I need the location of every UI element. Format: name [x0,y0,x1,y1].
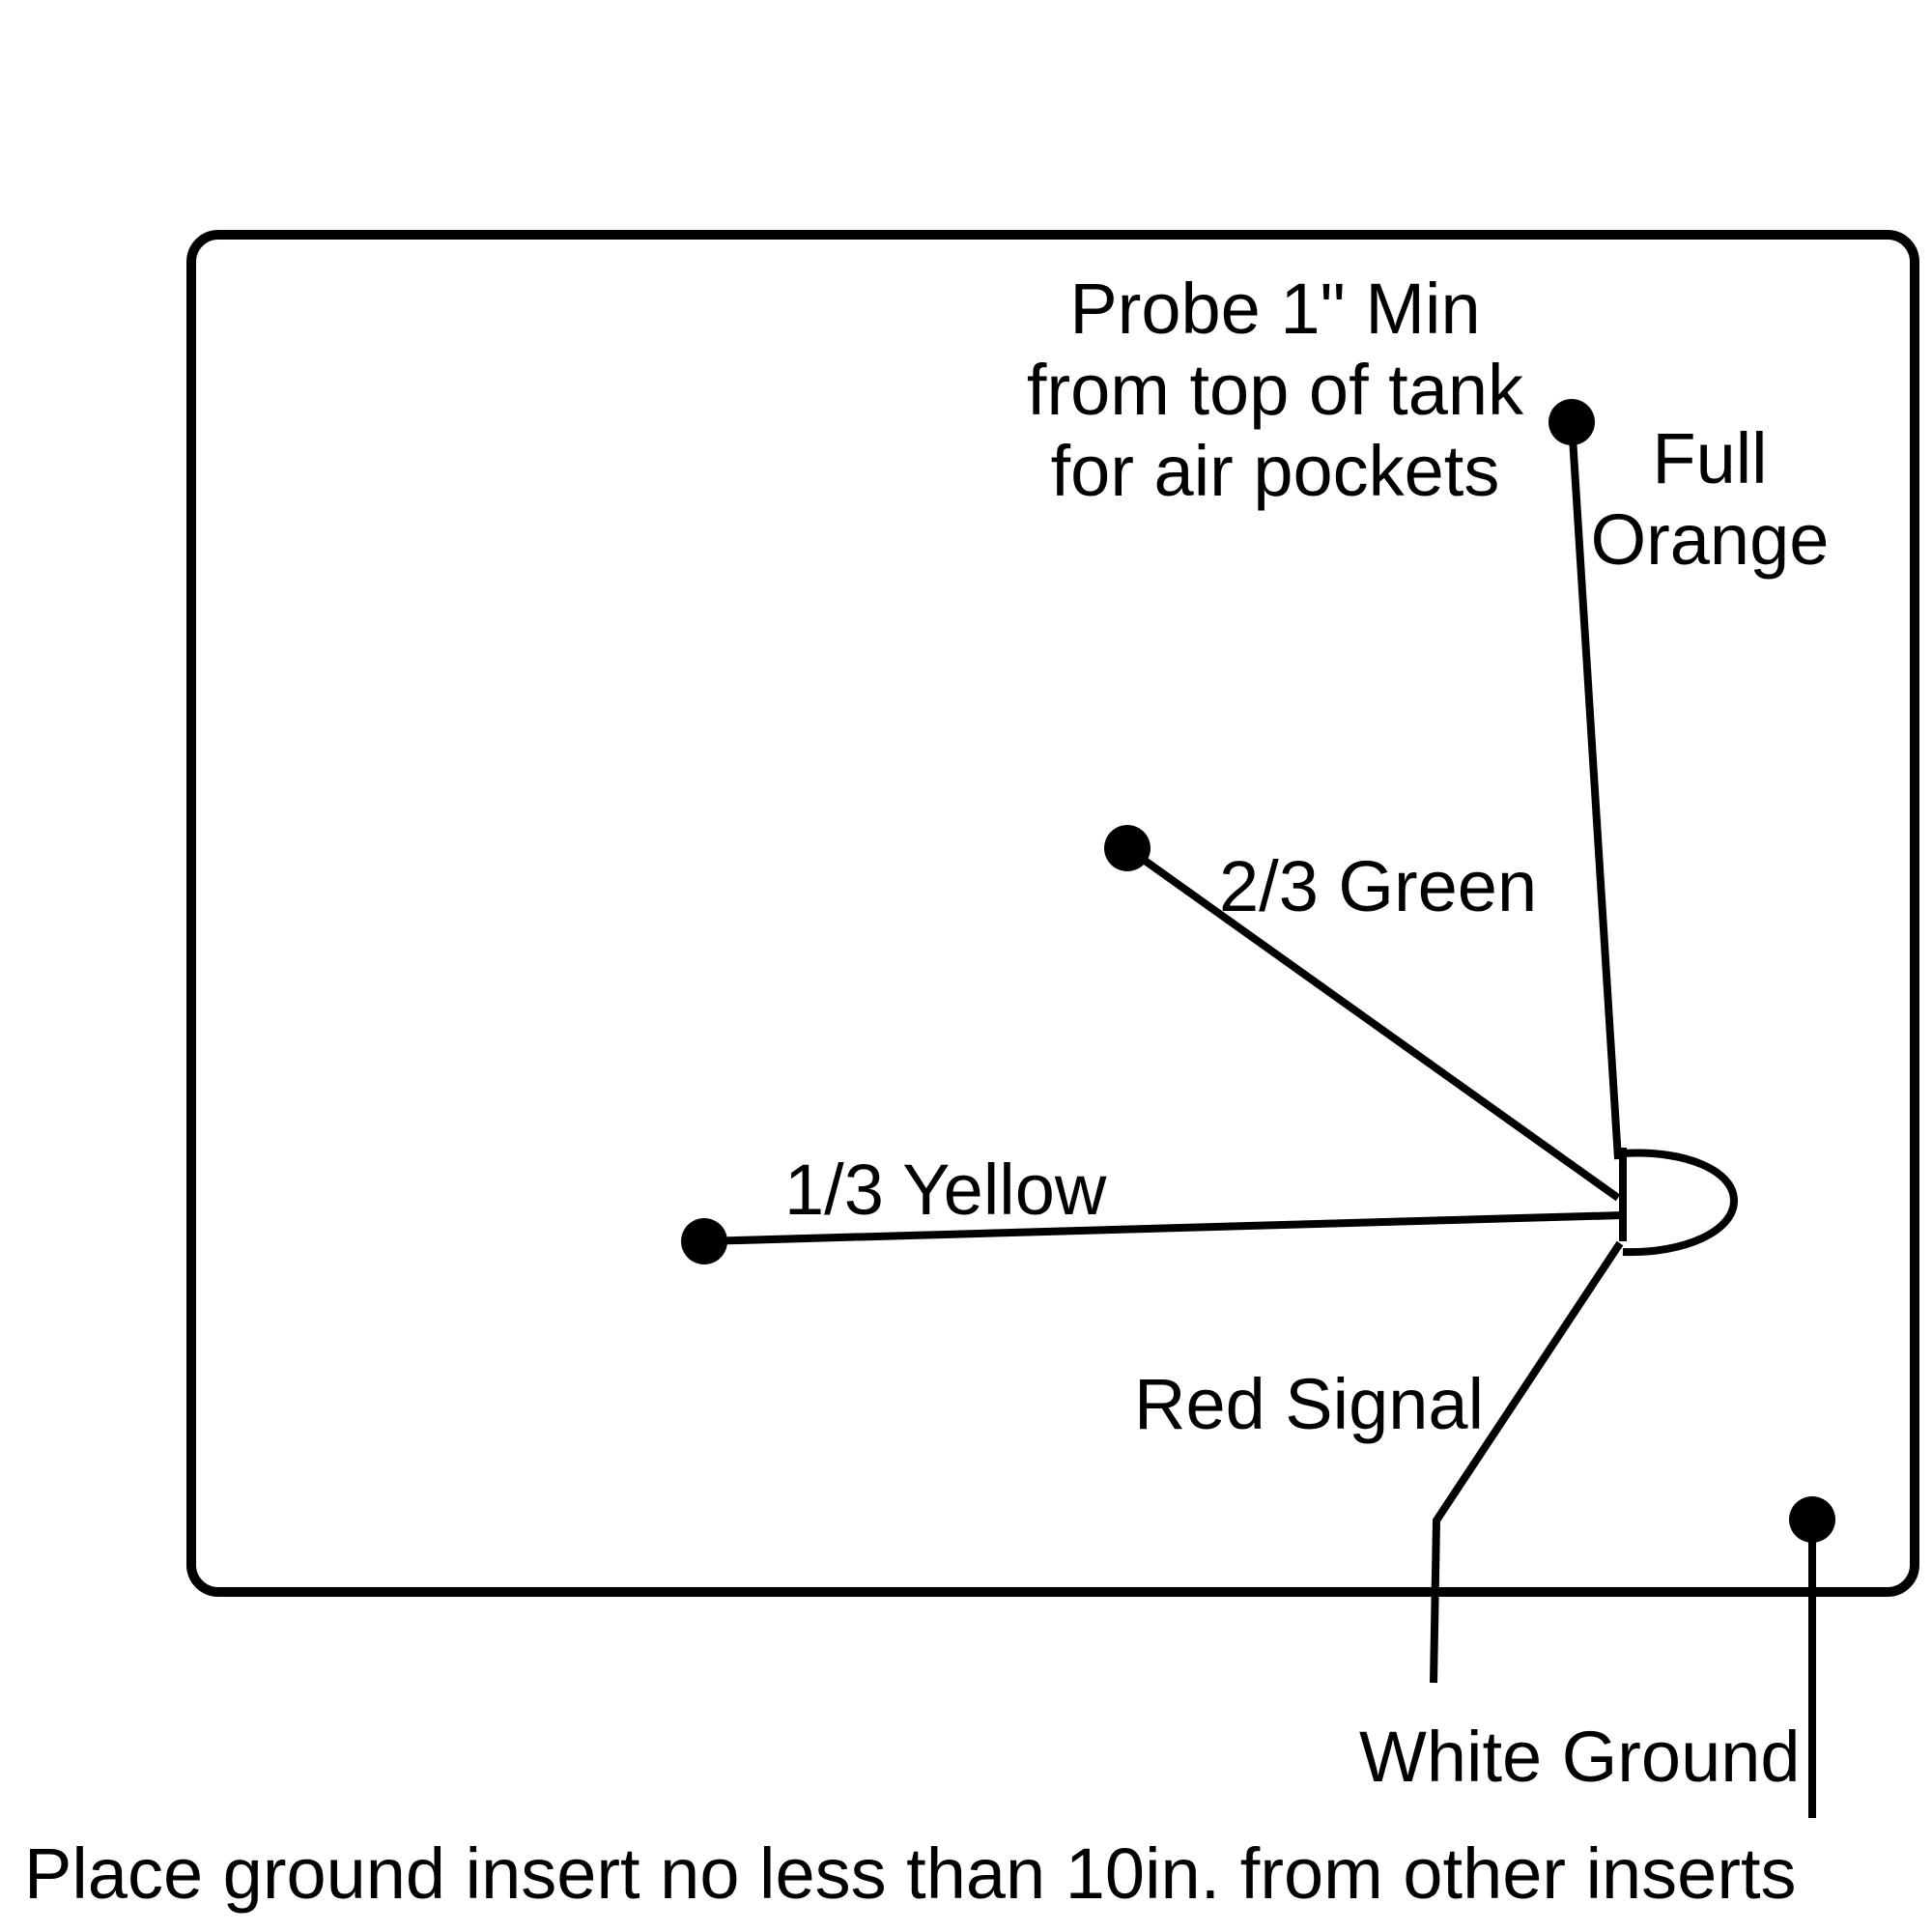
full-orange-label: Full Orange [1584,418,1835,581]
full-probe-tip [1548,399,1595,445]
yellow-probe-wire [703,1211,1624,1245]
full-label-line-1: Full [1652,418,1768,498]
probe-note-line-3: for air pockets [1050,431,1500,511]
ground-insert-note: Place ground insert no less than 10in. f… [24,1833,1797,1914]
green-label: 2/3 Green [1219,846,1538,926]
ground-insert-tip [1789,1496,1835,1543]
connector-housing [1622,1149,1739,1257]
probe-note-line-1: Probe 1" Min [1069,269,1481,349]
probe-placement-note: Probe 1" Min from top of tank for air po… [995,269,1555,512]
green-probe-tip [1104,825,1151,871]
yellow-label: 1/3 Yellow [784,1150,1107,1230]
red-signal-label: Red Signal [1134,1364,1485,1444]
tank-outline [186,230,1919,1597]
green-probe-wire [1124,844,1621,1202]
full-label-line-2: Orange [1590,499,1830,580]
full-probe-wire [1568,421,1622,1160]
yellow-probe-tip [681,1218,727,1264]
red-signal-lead [1430,1240,1624,1684]
white-ground-label: White Ground [1359,1717,1801,1797]
probe-note-line-2: from top of tank [1026,350,1524,430]
